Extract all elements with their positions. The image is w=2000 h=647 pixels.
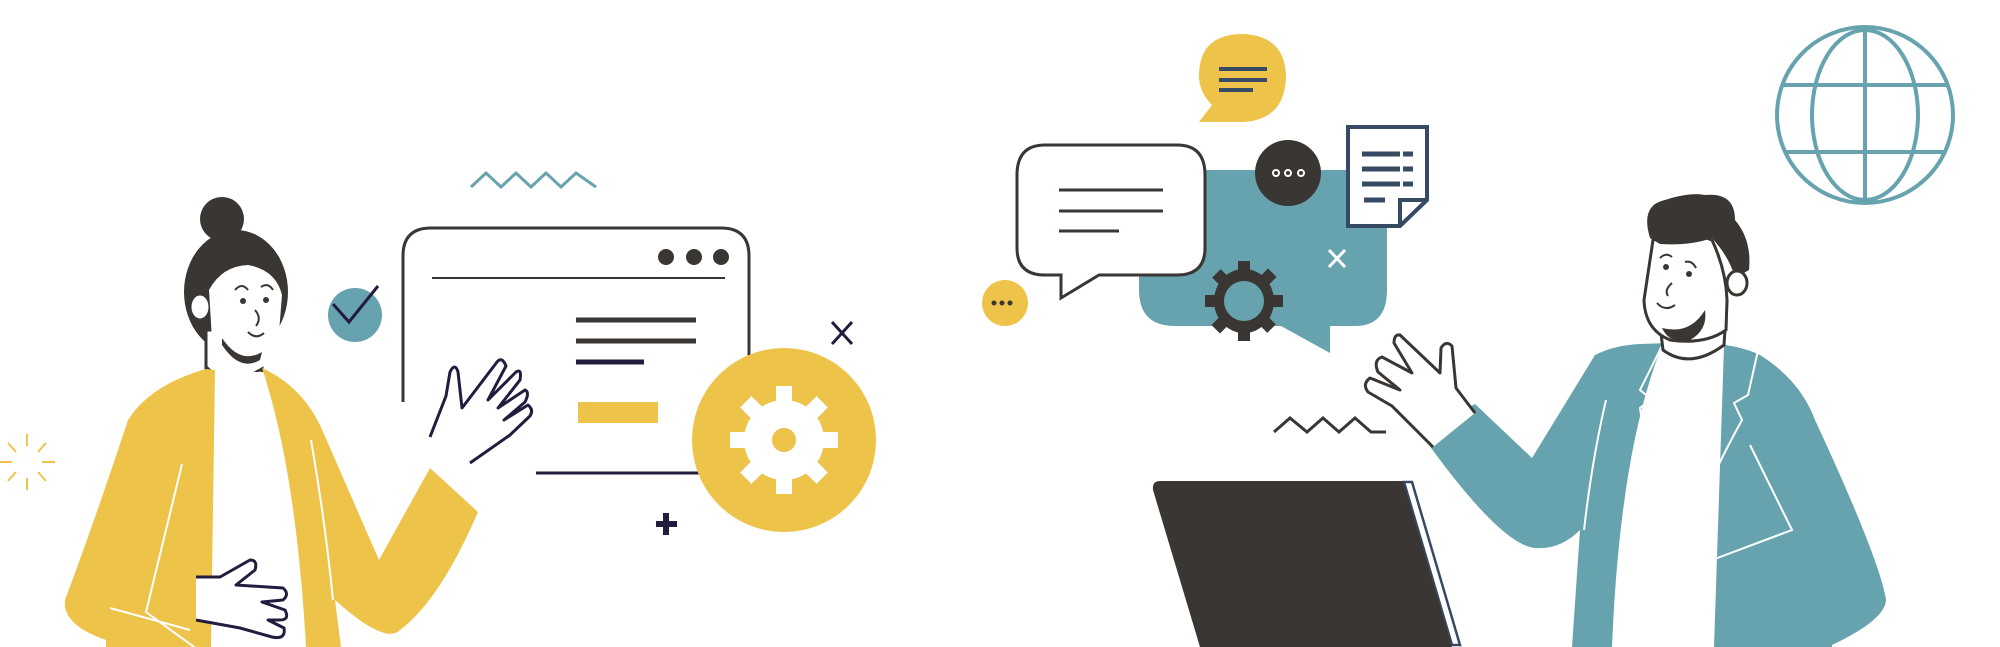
close-icon [830,320,854,346]
close-icon [1327,248,1347,269]
gear-icon [692,348,876,532]
globe-icon [1775,25,1955,205]
chat-dots-icon [982,280,1028,326]
woman-character [64,197,534,647]
zigzag-icon [1273,416,1386,434]
check-circle-icon [328,285,382,342]
zigzag-icon [469,170,597,190]
speech-bubble-icon [1199,34,1286,122]
man-character [1363,194,1886,647]
typing-indicator-icon [1255,140,1321,206]
sparkle-icon [0,434,55,490]
laptop-icon [1152,480,1462,647]
speech-bubble-outline-icon [1015,143,1207,301]
plus-icon [656,513,677,535]
browser-window-icon [401,226,751,475]
document-icon [1346,125,1429,228]
